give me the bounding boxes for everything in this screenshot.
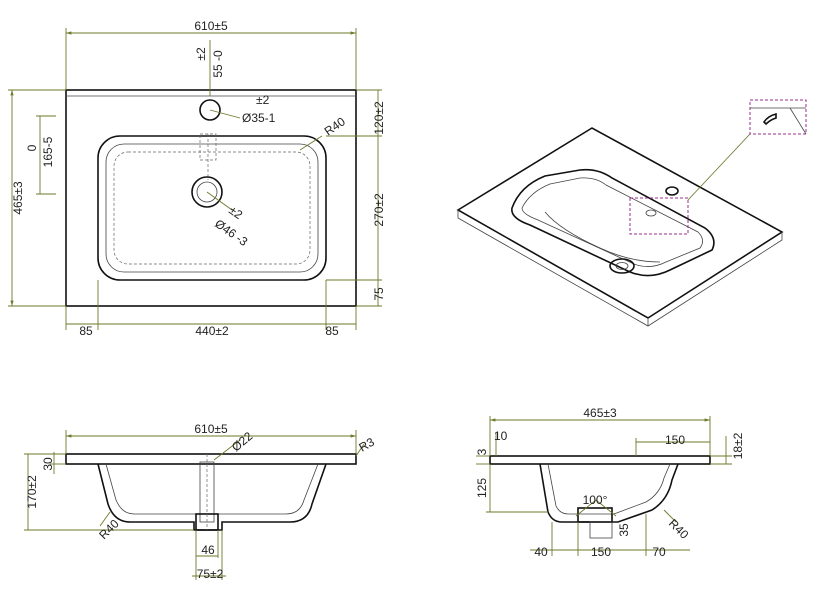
dim-rim-thickness: 3: [475, 448, 489, 455]
dim-left-margin: 85: [79, 324, 93, 338]
top-view-outline: [65, 89, 357, 307]
dim-hole-offset: 55 -0: [211, 50, 225, 78]
dim-front-margin: 75: [372, 287, 386, 301]
side-section: 465±3 10 150 18±2 3 125 100° 35 R40 40 1…: [475, 406, 745, 559]
dim-slope-len: 150: [665, 433, 685, 447]
dim-bottom-radius: R40: [96, 516, 122, 542]
dim-left-zero: 0: [25, 144, 39, 151]
iso-detail-inset: [749, 99, 807, 135]
dim-corner-radius: R40: [322, 114, 348, 138]
isometric-view: [456, 99, 807, 327]
dim-angle: 100°: [583, 493, 608, 507]
drain-hole: [191, 176, 223, 208]
dim-top-width: 610±5: [194, 19, 228, 33]
dim-side-height: 18±2: [731, 432, 745, 459]
dim-outlet-h: 35: [617, 523, 631, 537]
dim-right-margin: 85: [325, 324, 339, 338]
dim-depth: 465±3: [11, 181, 25, 215]
dim-drain-dia: Ø22: [229, 429, 256, 455]
side-rim: [489, 455, 711, 465]
dim-rim-offset: 10: [494, 429, 508, 443]
iso-countertop: [456, 127, 784, 319]
iso-bowl: [511, 168, 715, 277]
dim-bowl-depth: 125: [475, 478, 489, 498]
iso-tap-hole: [665, 186, 679, 196]
dim-bowl-length: 270±2: [372, 193, 386, 227]
dim-tap-hole: Ø35-1: [242, 111, 276, 125]
dim-front-offset: 40: [534, 545, 548, 559]
dim-hole-offset-tol: ±2: [194, 47, 208, 61]
iso-detail-box: [629, 197, 689, 235]
top-view-bowl: [97, 135, 327, 281]
dim-front-height: 170±2: [25, 475, 39, 509]
iso-drain: [609, 258, 635, 274]
dim-front-width: 610±5: [194, 422, 228, 436]
dim-bowl-base: 150: [591, 545, 611, 559]
dim-side-depth: 465±3: [583, 406, 617, 420]
dim-edge-radius: R3: [357, 435, 378, 455]
dim-back-offset: 70: [652, 545, 666, 559]
front-section: 610±5 Ø22 R3 30 170±2 R40 46 75±2: [24, 422, 377, 581]
dim-inner-radius: R40: [666, 516, 692, 542]
dim-outlet: 46: [201, 543, 215, 557]
front-bowl: [97, 463, 327, 531]
dim-tap-hole-tol: ±2: [256, 93, 270, 107]
dim-drain: Ø46 -3: [212, 216, 250, 249]
tap-hole: [199, 99, 221, 121]
front-rim: [65, 453, 357, 465]
dim-drain-tol: ±2: [226, 203, 245, 222]
dim-left-offset: 165-5: [41, 136, 55, 167]
dim-top-to-bowl: 120±2: [372, 101, 386, 135]
top-view: 610±5 ±2 55 -0 ±2 Ø35-1 R40 ±2 Ø46 -3 46…: [8, 19, 386, 338]
dim-rim-height: 30: [41, 457, 55, 471]
side-bowl: [539, 463, 679, 523]
dim-outlet-flange: 75±2: [197, 567, 224, 581]
dim-bowl-width: 440±2: [195, 324, 229, 338]
